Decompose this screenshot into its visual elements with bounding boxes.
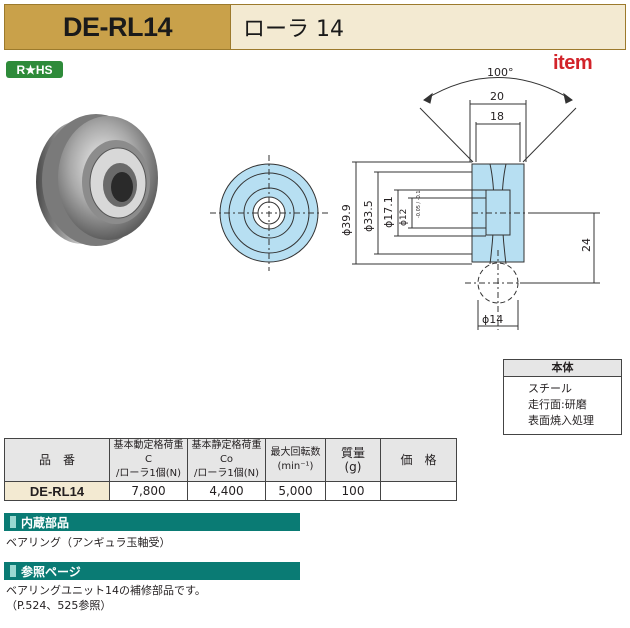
builtin-parts-text: ベアリング（アンギュラ玉軸受） (6, 536, 171, 549)
builtin-parts-heading: 内蔵部品 (4, 513, 300, 531)
heading-marker (10, 516, 16, 528)
material-line: 表面焼入処理 (528, 414, 594, 427)
header-model: 品 番 (4, 438, 110, 482)
material-box: 本体 スチール 走行面:研磨 表面焼入処理 (503, 359, 622, 435)
bore-tolerance-label: -0.05 / -0.1 (416, 190, 422, 218)
material-line: 走行面:研磨 (528, 398, 587, 411)
cell-static-load: 4,400 (187, 481, 266, 501)
table-header-row: 品 番 基本動定格荷重 C/ローラ1個(N) 基本静定格荷重 Co/ローラ1個(… (4, 438, 457, 482)
material-title: 本体 (504, 360, 621, 377)
width-outer-label: 20 (490, 90, 504, 103)
material-line: スチール (528, 382, 572, 395)
cell-mass: 100 (325, 481, 381, 501)
spec-table: 品 番 基本動定格荷重 C/ローラ1個(N) 基本静定格荷重 Co/ローラ1個(… (4, 438, 457, 501)
header-dynamic-load: 基本動定格荷重 C/ローラ1個(N) (109, 438, 188, 482)
roller-side-view: 100° 20 18 (352, 66, 600, 330)
model-code-title: DE-RL14 (4, 4, 231, 50)
header-mass: 質量(g) (325, 438, 381, 482)
height-label: 24 (580, 238, 593, 252)
cell-model: DE-RL14 (4, 481, 110, 501)
cell-max-speed: 5,000 (265, 481, 326, 501)
dia-track-label: ϕ33.5 (362, 200, 375, 232)
dia-outer-label: ϕ39.9 (340, 204, 353, 236)
dia-hub-label: ϕ17.1 (382, 196, 395, 228)
product-name-title: ローラ 14 (231, 4, 626, 50)
rohs-badge: R★HS (6, 61, 63, 78)
cell-price (380, 481, 457, 501)
cell-dynamic-load: 7,800 (109, 481, 188, 501)
heading-marker (10, 565, 16, 577)
brand-logo: item (553, 52, 593, 74)
width-inner-label: 18 (490, 110, 504, 123)
header-static-load: 基本静定格荷重 Co/ローラ1個(N) (187, 438, 266, 482)
table-row: DE-RL14 7,800 4,400 5,000 100 (4, 481, 457, 501)
technical-drawing: 100° 20 18 (36, 66, 600, 330)
header-max-speed: 最大回転数(min⁻¹) (265, 438, 326, 482)
reference-page-heading: 参照ページ (4, 562, 300, 580)
roller-front-view (210, 155, 328, 271)
angle-label: 100° (487, 66, 514, 79)
reference-page-text: ベアリングユニット14の補修部品です。 （P.524、525参照） (6, 584, 206, 612)
roller-photo (36, 114, 158, 246)
header-price: 価 格 (380, 438, 457, 482)
dia-bore-label: ϕ12 (399, 209, 409, 226)
rail-dia-label: ϕ14 (482, 313, 503, 326)
